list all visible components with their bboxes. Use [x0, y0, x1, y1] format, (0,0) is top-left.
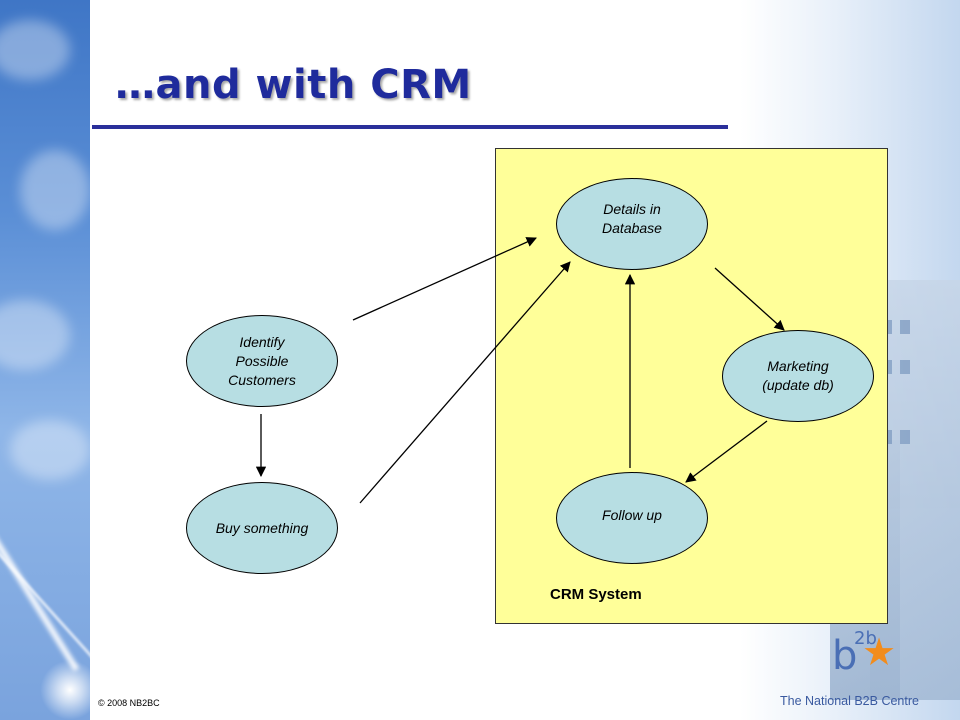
title-underline [92, 125, 728, 129]
arrow-details-to-marketing [714, 267, 785, 331]
node-label: Details in Database [602, 201, 662, 236]
logo-2b: 2b [854, 628, 877, 649]
arrow-identify-to-details [352, 237, 537, 321]
nb2bc-logo: b 2b ★ The National B2B Centre [780, 628, 955, 717]
node-details-in-database: Details in Database [556, 178, 708, 270]
node-label: Buy something [215, 519, 309, 536]
node-identify-possible-customers: Identify Possible Customers [186, 315, 338, 407]
node-label: Identify Possible Customers [228, 333, 296, 388]
node-buy-something: Buy something [186, 482, 338, 574]
node-follow-up: Follow up [556, 472, 708, 564]
logo-b: b [832, 633, 858, 679]
left-decorative-band [0, 0, 105, 720]
node-label: Marketing (update db) [762, 358, 834, 393]
node-marketing-update-db: Marketing (update db) [722, 330, 874, 422]
crm-system-label: CRM System [550, 586, 642, 603]
slide-title: …and with CRM [115, 62, 472, 108]
arrow-marketing-to-followup [685, 420, 768, 483]
logo-tagline: The National B2B Centre [780, 694, 919, 708]
copyright-notice: © 2008 NB2BC [98, 698, 160, 708]
star-icon: ★ [862, 632, 897, 674]
arrow-buy-to-details [359, 261, 571, 504]
node-label: Follow up [602, 506, 662, 523]
